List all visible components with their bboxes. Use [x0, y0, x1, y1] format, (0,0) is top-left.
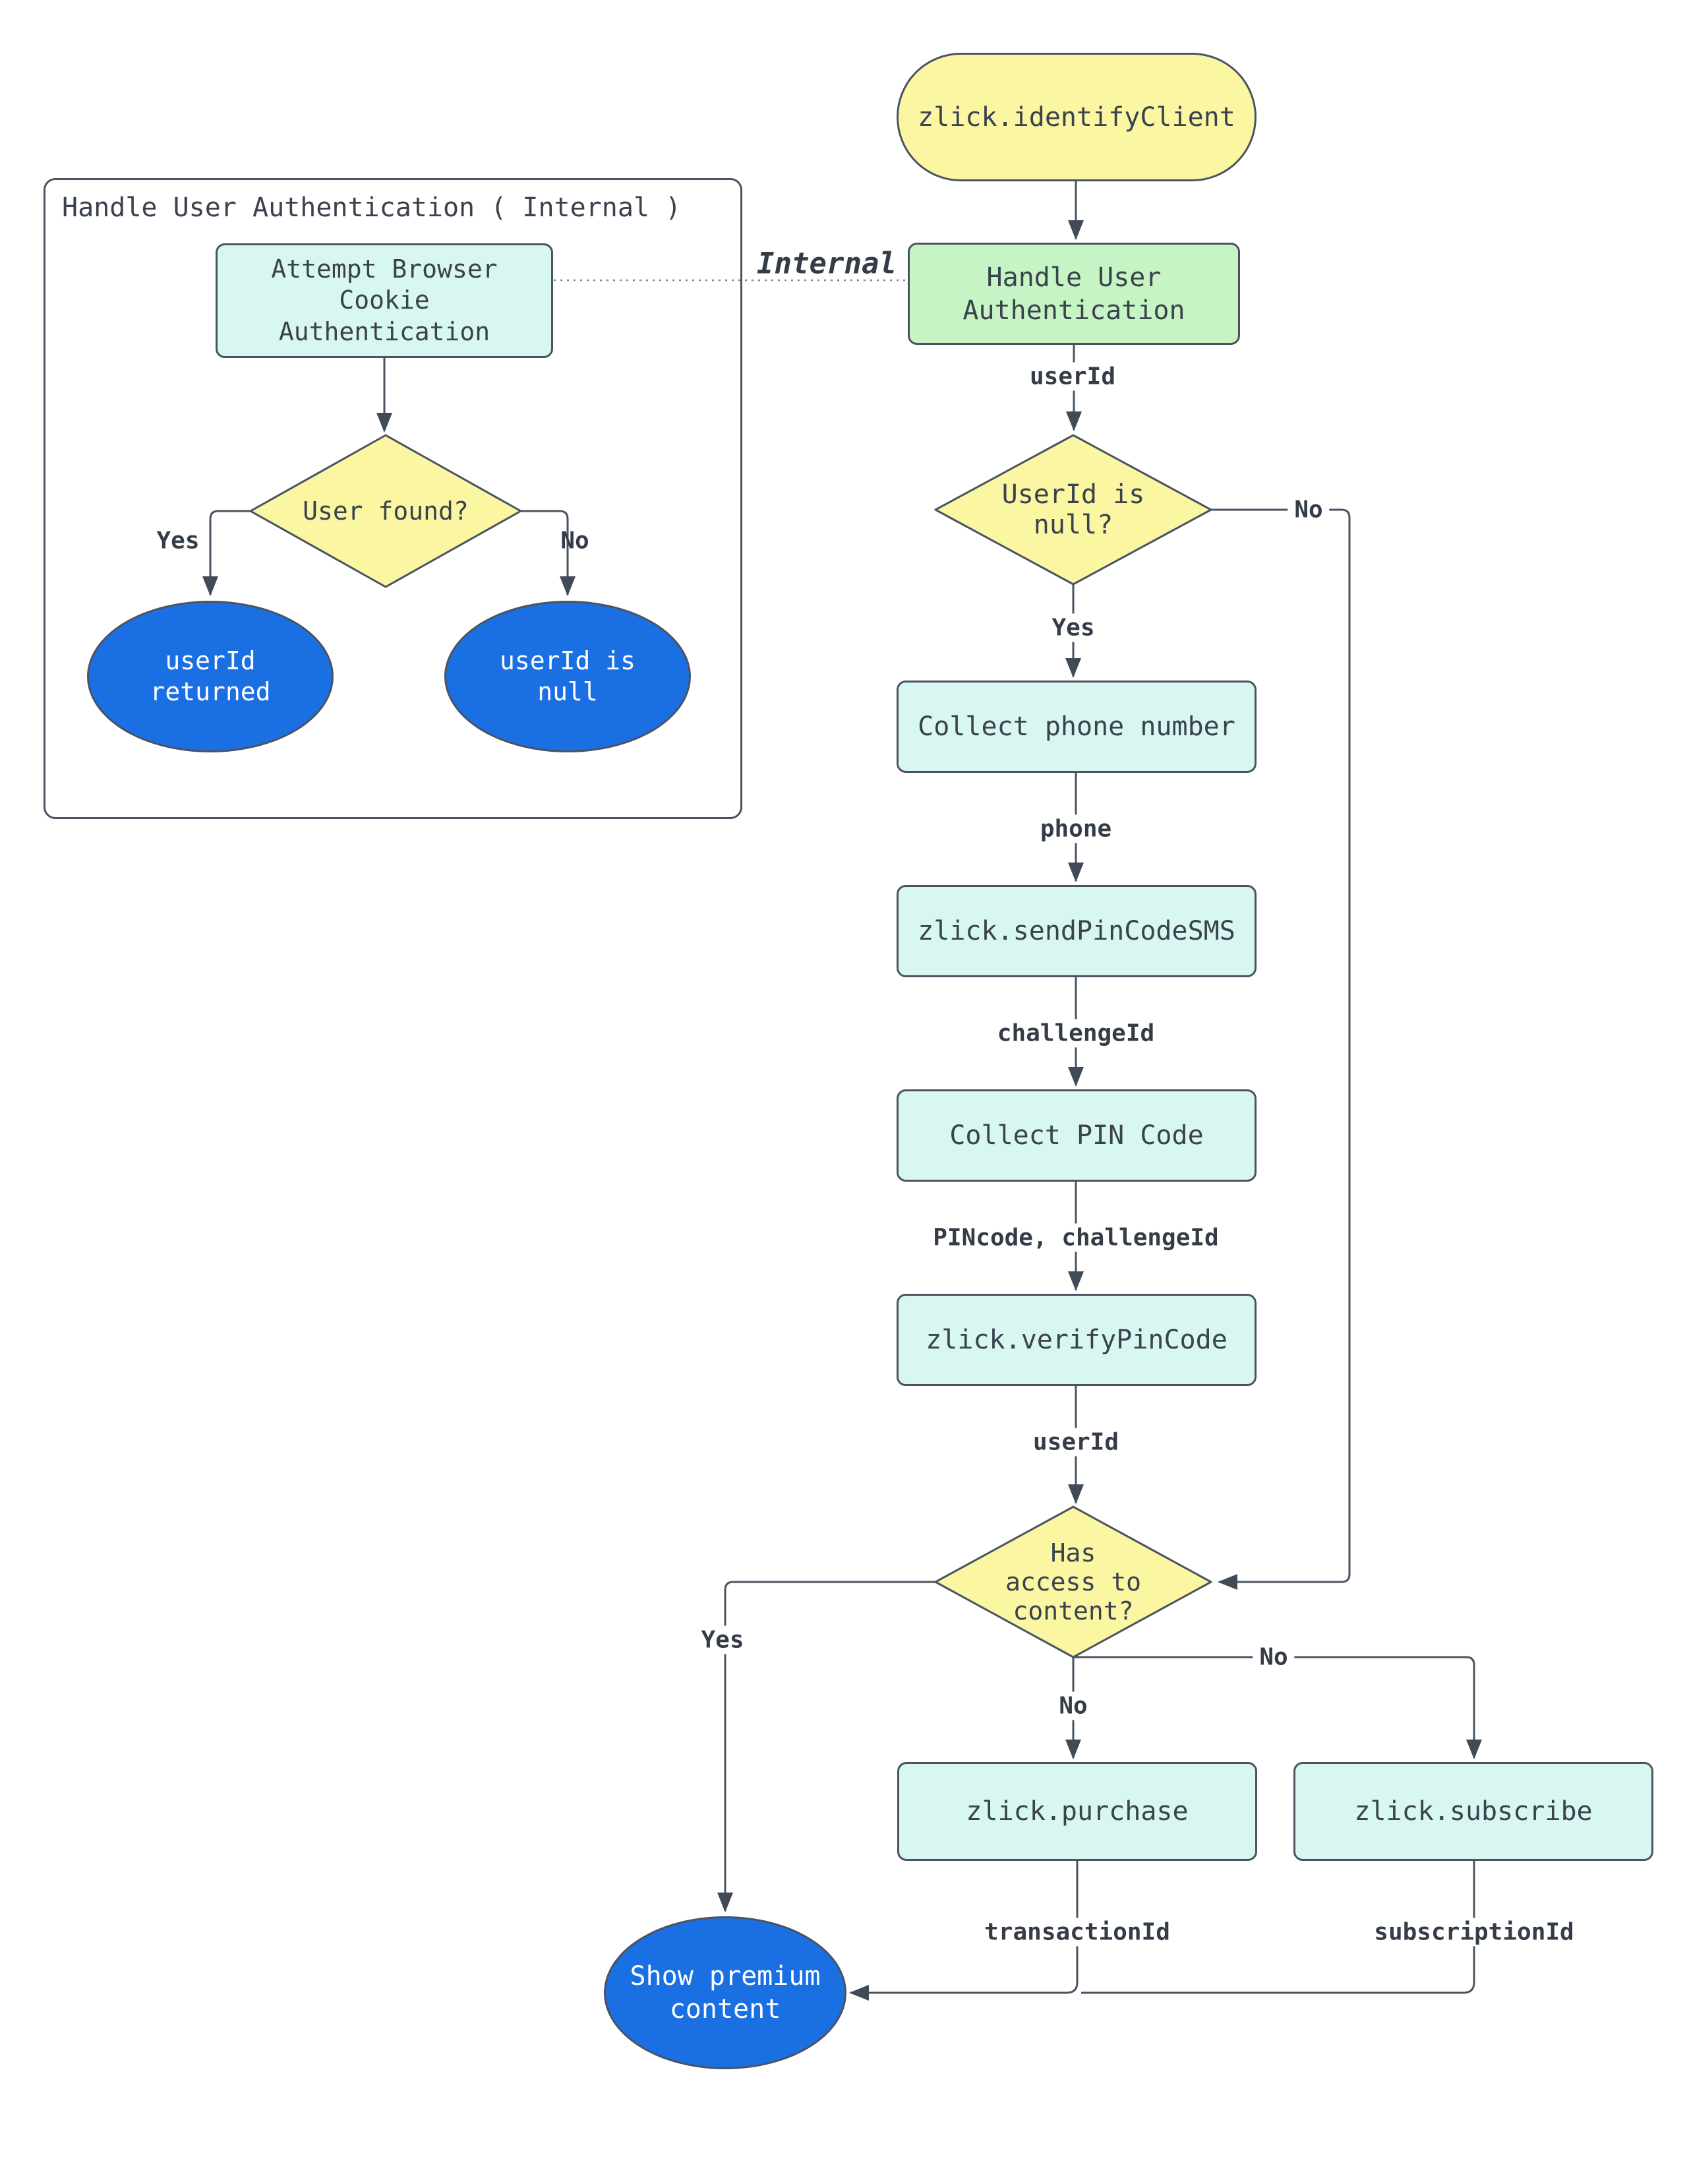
- userid-null-diamond-label: UserId is null?: [1001, 479, 1145, 540]
- edge-useridnull-no: [1211, 508, 1351, 1590]
- edge-userfound-no: [521, 510, 576, 596]
- internal-flow-container: [44, 178, 742, 819]
- start-node-identify-client: zlick.identifyClient: [897, 53, 1257, 181]
- edge-label-hasaccess-no-right: No: [1253, 1643, 1295, 1672]
- send-pin-sms-node: zlick.sendPinCodeSMS: [897, 885, 1257, 977]
- edge-label-phone: phone: [1033, 814, 1119, 843]
- verify-pin-node: zlick.verifyPinCode: [897, 1294, 1257, 1386]
- internal-flow-title: Handle User Authentication ( Internal ): [62, 193, 682, 223]
- edge-label-userfound-no: No: [560, 527, 589, 555]
- edge-subscribe-to-premium: [1081, 1861, 1475, 1994]
- edge-userfound-yes: [202, 510, 251, 596]
- user-found-diamond-label: User found?: [303, 497, 469, 526]
- edge-purchase-to-premium: [849, 1861, 1079, 2001]
- edge-label-internal: Internal: [757, 247, 897, 281]
- userid-is-null-ellipse: userId is null: [444, 601, 691, 752]
- edge-label-useridnull-yes: Yes: [1045, 613, 1102, 642]
- collect-pin-node: Collect PIN Code: [897, 1089, 1257, 1182]
- user-found-diamond: [249, 434, 522, 588]
- handle-auth-node: Handle User Authentication: [908, 243, 1240, 345]
- show-premium-ellipse: Show premium content: [604, 1916, 846, 2069]
- has-access-diamond-label: Has access to content?: [1005, 1538, 1141, 1625]
- edge-label-transactionid: transactionId: [978, 1918, 1177, 1947]
- edge-label-challengeid: challengeId: [990, 1019, 1162, 1048]
- userid-null-diamond: [934, 434, 1212, 586]
- subscribe-node: zlick.subscribe: [1293, 1762, 1653, 1861]
- userid-returned-ellipse: userId returned: [87, 601, 334, 752]
- edge-label-hasaccess-no-down: No: [1052, 1691, 1094, 1720]
- edge-label-useridnull-no: No: [1287, 495, 1330, 524]
- edge-label-pincode-challengeid: PINcode, challengeId: [926, 1223, 1226, 1252]
- purchase-node: zlick.purchase: [897, 1762, 1257, 1861]
- attempt-cookie-auth-node: Attempt Browser Cookie Authentication: [216, 243, 553, 358]
- has-access-diamond: [934, 1505, 1212, 1658]
- edge-label-subscriptionid: subscriptionId: [1367, 1918, 1581, 1947]
- edge-label-userid-2: userId: [1026, 1428, 1126, 1457]
- edge-label-hasaccess-yes: Yes: [694, 1625, 751, 1654]
- collect-phone-node: Collect phone number: [897, 681, 1257, 773]
- edge-label-userid-1: userId: [1022, 362, 1123, 391]
- edge-hasaccess-no-right: [1073, 1656, 1482, 1759]
- edge-hasaccess-yes: [717, 1581, 935, 1912]
- edge-label-userfound-yes: Yes: [156, 527, 200, 555]
